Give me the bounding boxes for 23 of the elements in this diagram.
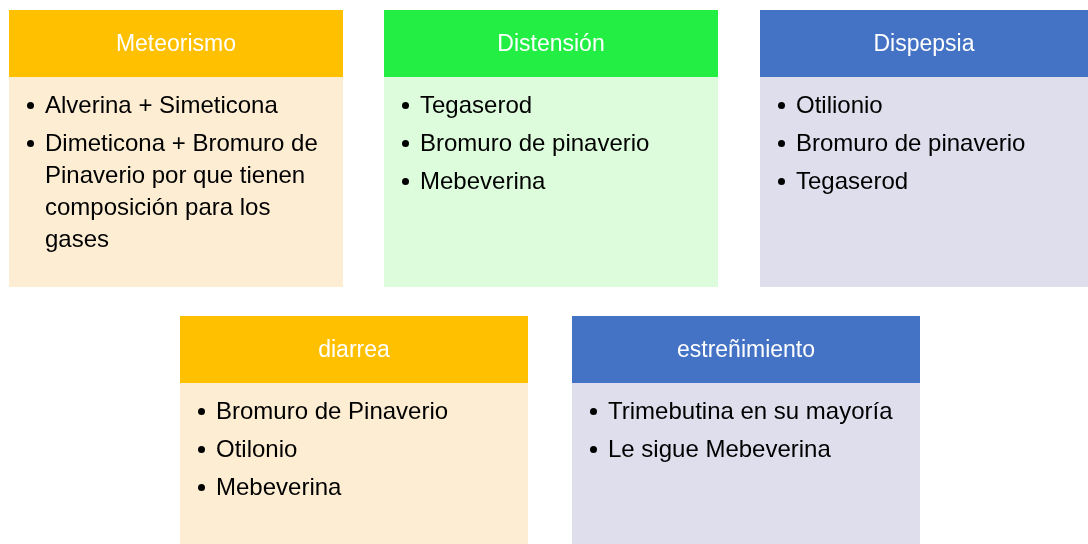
card-header: Meteorismo: [9, 10, 343, 77]
card-header: Dispepsia: [760, 10, 1088, 77]
list-item: Trimebutina en su mayoría: [586, 395, 906, 427]
category-card: [180, 316, 528, 544]
list-item: Mebeverina: [194, 471, 514, 503]
list-item: Alverina + Simeticona: [23, 89, 329, 121]
list-item: Le sigue Mebeverina: [586, 433, 906, 465]
card-header: estreñimiento: [572, 316, 920, 383]
card-header: diarrea: [180, 316, 528, 383]
category-card: [572, 316, 920, 544]
category-card: [9, 10, 343, 287]
card-header: Distensión: [384, 10, 718, 77]
list-item: Otilonio: [194, 433, 514, 465]
list-item: Bromuro de pinaverio: [398, 127, 704, 159]
list-item: Otilionio: [774, 89, 1074, 121]
list-item: Bromuro de pinaverio: [774, 127, 1074, 159]
list-item: Tegaserod: [398, 89, 704, 121]
category-card: [384, 10, 718, 287]
list-item: Mebeverina: [398, 165, 704, 197]
list-item: Bromuro de Pinaverio: [194, 395, 514, 427]
category-card: [760, 10, 1088, 287]
list-item: Tegaserod: [774, 165, 1074, 197]
list-item: Dimeticona + Bromuro de Pinaverio por que tienen composición para los gases: [23, 127, 329, 255]
